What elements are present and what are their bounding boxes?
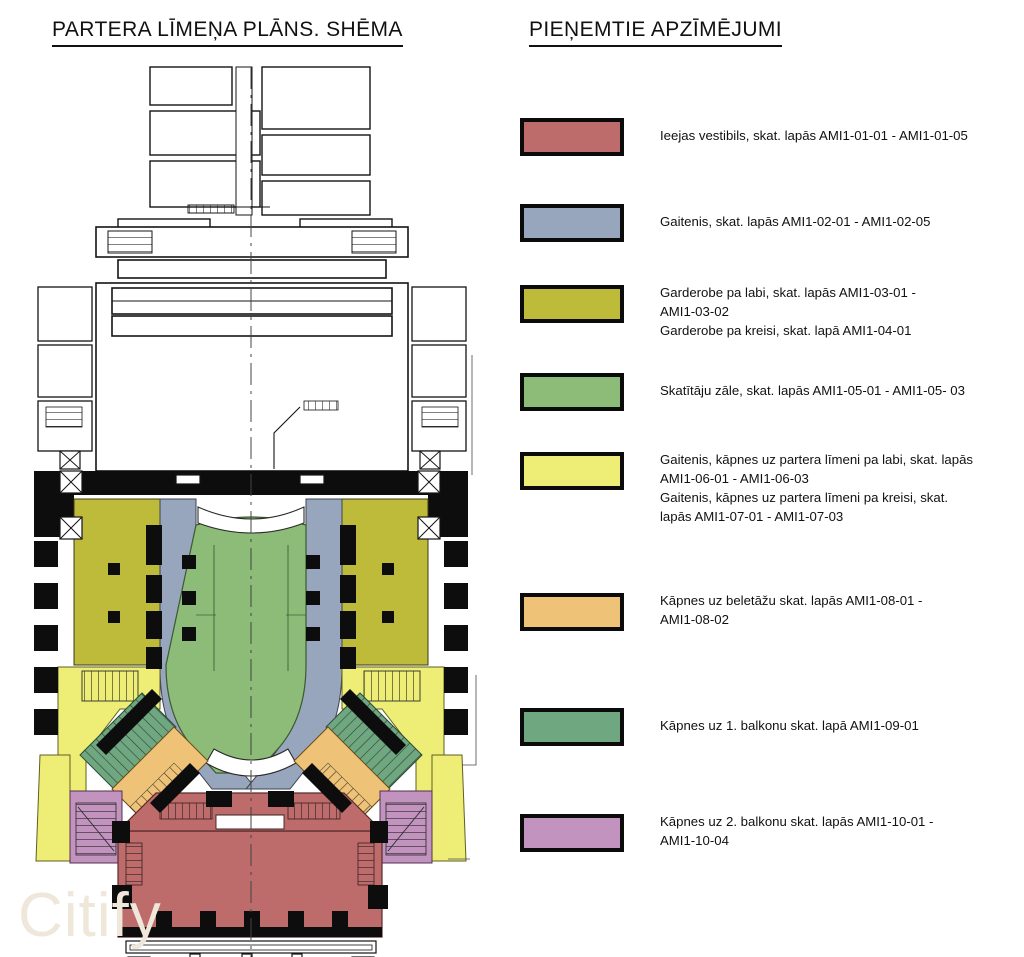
balcony2-stairs-left [69, 790, 123, 864]
legend-swatch-kapnes-uz-beletazu [520, 593, 624, 631]
entrance-portico [125, 940, 377, 957]
legend-line: AMI1-06-01 - AMI1-06-03 [660, 471, 809, 486]
legend-swatch-gaitenis-kapnes-partera [520, 452, 624, 490]
legend-line: lapās AMI1-07-01 - AMI1-07-03 [660, 509, 844, 524]
legend-line: AMI1-10-04 [660, 833, 729, 848]
proscenium-openings [175, 474, 325, 485]
legend-line: Gaitenis, kāpnes uz partera līmeni pa la… [660, 452, 974, 467]
legend-swatch-ieejas-vestibils [520, 118, 624, 156]
legend-label-ieejas-vestibils: Ieejas vestibils, skat. lapās AMI1-01-01… [660, 126, 1020, 145]
legend-label-kapnes-uz-2-balkonu: Kāpnes uz 2. balkonu skat. lapās AMI1-10… [660, 812, 1020, 850]
shaft-markers [59, 450, 441, 540]
stage-box [95, 282, 409, 472]
balcony2-stairs-right [379, 790, 433, 864]
legend-line: Garderobe pa kreisi, skat. lapā AMI1-04-… [660, 323, 912, 338]
legend-swatch-garderobe [520, 285, 624, 323]
floor-plan [0, 55, 500, 957]
entrance-vestibule [116, 792, 384, 938]
plan-title: PARTERA LĪMEŅA PLĀNS. SHĒMA [52, 18, 403, 47]
legend-line: Kāpnes uz 1. balkonu skat. lapā AMI1-09-… [660, 718, 919, 733]
stage-band [95, 226, 409, 279]
legend-label-gaitenis-kapnes-partera: Gaitenis, kāpnes uz partera līmeni pa la… [660, 450, 1020, 526]
legend-label-garderobe: Garderobe pa labi, skat. lapās AMI1-03-0… [660, 283, 1020, 340]
legend-swatch-kapnes-uz-1-balkonu [520, 708, 624, 746]
stage-side-rooms [37, 286, 467, 452]
legend-line: Garderobe pa labi, skat. lapās AMI1-03-0… [660, 285, 916, 300]
legend-line: AMI1-03-02 [660, 304, 729, 319]
edge-annotations [448, 355, 477, 860]
parter-stairs-left [35, 666, 161, 862]
legend-label-kapnes-uz-1-balkonu: Kāpnes uz 1. balkonu skat. lapā AMI1-09-… [660, 716, 1020, 735]
legend-swatch-skatitaju-zale [520, 373, 624, 411]
legend-line: Ieejas vestibils, skat. lapās AMI1-01-01… [660, 128, 968, 143]
structural-walls [34, 499, 468, 937]
legend-line: Kāpnes uz 2. balkonu skat. lapās AMI1-10… [660, 814, 934, 829]
legend-label-gaitenis: Gaitenis, skat. lapās AMI1-02-01 - AMI1-… [660, 212, 1020, 231]
legend-line: Skatītāju zāle, skat. lapās AMI1-05-01 -… [660, 383, 965, 398]
parter-stairs-right [341, 666, 467, 862]
legend-label-kapnes-uz-beletazu: Kāpnes uz beletāžu skat. lapās AMI1-08-0… [660, 591, 1020, 629]
legend-line: Gaitenis, skat. lapās AMI1-02-01 - AMI1-… [660, 214, 931, 229]
legend-line: Kāpnes uz beletāžu skat. lapās AMI1-08-0… [660, 593, 923, 608]
legend-label-skatitaju-zale: Skatītāju zāle, skat. lapās AMI1-05-01 -… [660, 381, 1020, 400]
floor-plan-drawing [34, 66, 477, 957]
legend-swatch-kapnes-uz-2-balkonu [520, 814, 624, 852]
legend-line: AMI1-08-02 [660, 612, 729, 627]
backstage-block [149, 66, 371, 216]
legend-line: Gaitenis, kāpnes uz partera līmeni pa kr… [660, 490, 949, 505]
legend-swatch-gaitenis [520, 204, 624, 242]
legend-title: PIEŅEMTIE APZĪMĒJUMI [529, 18, 783, 47]
